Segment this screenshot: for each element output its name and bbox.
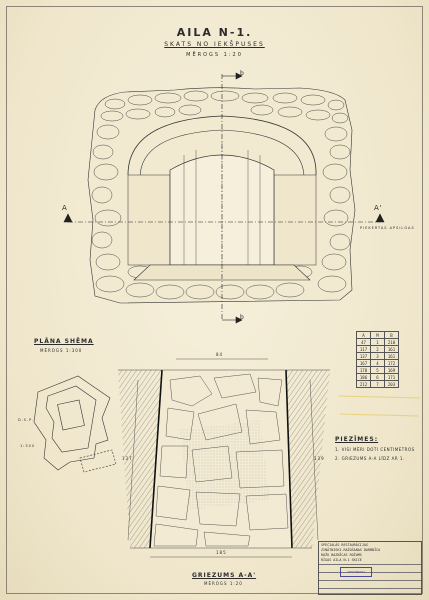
table-row: 212 7 203 (356, 380, 399, 388)
title-block-divider (319, 564, 421, 565)
table-row: 186 6 171 (356, 373, 399, 381)
notes-title: PIEZĪMES: (335, 436, 379, 443)
table-header-row: A M B (356, 331, 399, 339)
drawing-subtitle: SKATS NO IEKŠPUSES (164, 41, 265, 48)
marker-a-left: A (62, 204, 68, 212)
table-header: M (370, 331, 385, 339)
table-row: 167 4 172 (356, 359, 399, 367)
table-cell: 3 (370, 352, 385, 360)
level-note: PIEKERTAS APSILGAS (360, 226, 415, 230)
table-cell: 137 (356, 352, 371, 360)
section-line-b (221, 72, 243, 324)
table-cell: 186 (356, 373, 371, 381)
dim-left-depth: 137 (122, 456, 133, 461)
table-cell: 5 (370, 366, 385, 374)
table-row: 117 2 161 (356, 345, 399, 353)
sheet-border (6, 6, 423, 594)
section-drawing (118, 358, 330, 558)
note-line: 1. VISI MĒRI DOTI CENTIMETROS (335, 447, 415, 452)
section-scale: MĒROGS 1:20 (204, 581, 243, 586)
title-block: SPECIALĀS RESTAURĀCIJAS ZINĀTNISKI-RAŽOŠ… (318, 541, 422, 595)
marker-a-right: A' (374, 204, 383, 212)
table-cell: 161 (384, 352, 399, 360)
table-header: A (356, 331, 371, 339)
drawing-title: AILA N-1. (176, 26, 253, 39)
table-row: 137 3 161 (356, 352, 399, 360)
table-cell: 167 (356, 359, 371, 367)
table-cell: 1 (370, 338, 385, 346)
plan-schema (33, 375, 117, 473)
table-cell: 171 (384, 373, 399, 381)
table-cell: 169 (384, 366, 399, 374)
plan-label-left: 1:300 (20, 444, 36, 448)
table-cell: 117 (356, 345, 371, 353)
table-row: 47 1 218 (356, 338, 399, 346)
dim-bottom-width: 185 (216, 550, 227, 555)
section-line-a (63, 213, 385, 223)
marker-b-top: b (240, 70, 245, 77)
title-block-row: RĪGAS AILA N-1 SKICE (321, 558, 362, 562)
table-cell: 212 (356, 380, 371, 388)
title-block-divider (319, 572, 421, 573)
table-cell: 2 (370, 345, 385, 353)
table-cell: 161 (384, 345, 399, 353)
wall-elevation (87, 87, 356, 304)
table-cell: 7 (370, 380, 385, 388)
marker-b-bottom: b (240, 314, 245, 321)
plan-label-top: D.S.P. (18, 418, 34, 422)
notes-block: PIEZĪMES: 1. VISI MĒRI DOTI CENTIMETROS … (335, 436, 420, 461)
title-block-row: SPECIALĀS RESTAURĀCIJAS (321, 543, 368, 547)
table-header: B (384, 331, 399, 339)
dim-right-depth: 139 (314, 456, 325, 461)
table-row: 178 5 169 (356, 366, 399, 374)
title-block-divider (319, 580, 421, 581)
table-cell: 6 (370, 373, 385, 381)
section-title: GRIEZUMS A-A' (192, 572, 257, 579)
highlight-marks (337, 395, 421, 417)
plan-scale: MĒROGS 1:300 (40, 348, 83, 353)
table-cell: 4 (370, 359, 385, 367)
table-cell: 218 (384, 338, 399, 346)
table-cell: 178 (356, 366, 371, 374)
title-block-row: ZINĀTNISKI-RAŽOŠANAS DARBNĪCA (321, 548, 381, 552)
title-block-divider (319, 588, 421, 589)
dim-top-width: 84 (216, 352, 224, 357)
measurement-table: A M B 47 1 218 117 2 161 137 3 161 167 4… (356, 331, 399, 388)
plan-title: PLĀNA SHĒMA (34, 338, 94, 345)
table-cell: 47 (356, 338, 371, 346)
drawing-scale: MĒROGS 1:20 (186, 52, 243, 58)
note-line: 2. GRIEZUMS A-A LĪDZ AR 1. (335, 456, 405, 461)
approval-stamp: APSTIPRINU (340, 567, 372, 577)
title-block-row: ROŽU BAZNĪCAS ROŽUMS (321, 553, 362, 557)
table-cell: 172 (384, 359, 399, 367)
table-cell: 203 (384, 380, 399, 388)
